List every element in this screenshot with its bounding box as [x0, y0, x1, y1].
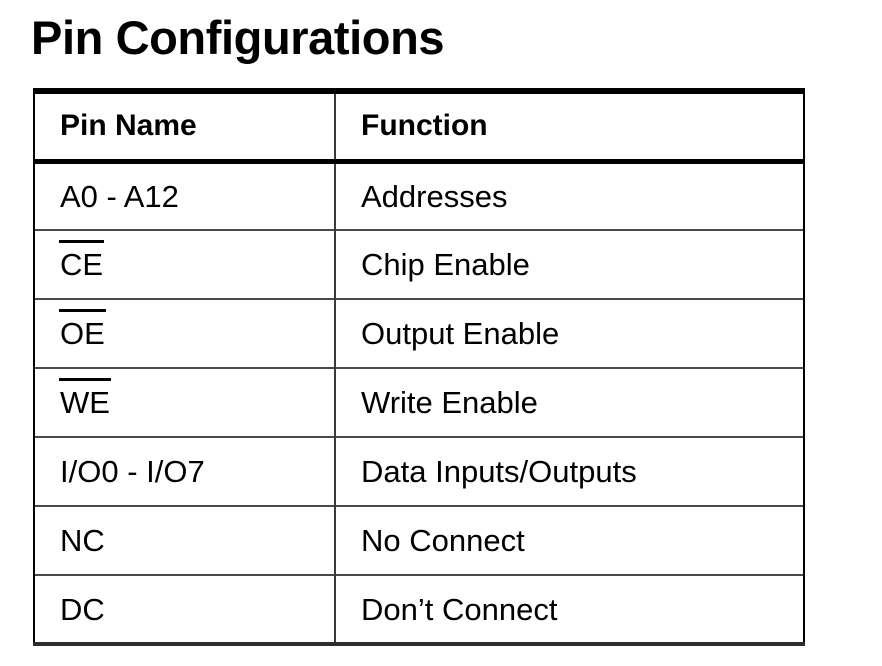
- table-row: I/O0 - I/O7 Data Inputs/Outputs: [33, 436, 805, 506]
- pin-name: I/O0 - I/O7: [60, 454, 205, 489]
- table-header-row: Pin Name Function: [33, 88, 805, 164]
- cell-function: Don’t Connect: [335, 574, 805, 646]
- function-description: Write Enable: [361, 385, 538, 420]
- pin-name: NC: [60, 523, 105, 558]
- table-row: CE Chip Enable: [33, 229, 805, 299]
- function-description: Output Enable: [361, 316, 560, 351]
- pin-name-active-low: WE: [59, 378, 111, 420]
- table-row: DC Don’t Connect: [33, 574, 805, 646]
- function-description: Chip Enable: [361, 247, 530, 282]
- cell-pin-name: NC: [33, 505, 336, 575]
- page-title: Pin Configurations: [31, 11, 445, 64]
- function-description: Addresses: [361, 178, 508, 214]
- column-header-function: Function: [335, 88, 805, 164]
- column-header-pin-name: Pin Name: [33, 88, 336, 164]
- cell-pin-name: A0 - A12: [33, 161, 336, 230]
- function-description: No Connect: [361, 523, 525, 558]
- cell-function: Data Inputs/Outputs: [335, 436, 805, 506]
- cell-function: No Connect: [335, 505, 805, 575]
- pin-name: A0 - A12: [60, 178, 179, 214]
- cell-function: Output Enable: [335, 298, 805, 368]
- cell-function: Addresses: [335, 161, 805, 230]
- cell-function: Chip Enable: [335, 229, 805, 299]
- table-row: OE Output Enable: [33, 298, 805, 368]
- table-row: WE Write Enable: [33, 367, 805, 437]
- table-row: NC No Connect: [33, 505, 805, 575]
- table-header: Pin Name Function: [33, 88, 805, 164]
- function-description: Don’t Connect: [361, 591, 558, 627]
- pin-name: DC: [60, 591, 105, 627]
- cell-function: Write Enable: [335, 367, 805, 437]
- cell-pin-name: CE: [33, 229, 336, 299]
- cell-pin-name: DC: [33, 574, 336, 646]
- pin-name-active-low: CE: [58, 240, 105, 282]
- cell-pin-name: I/O0 - I/O7: [33, 436, 336, 506]
- table-row: A0 - A12 Addresses: [33, 161, 805, 230]
- function-description: Data Inputs/Outputs: [361, 454, 637, 489]
- cell-pin-name: WE: [33, 367, 336, 437]
- pin-name-active-low: OE: [59, 309, 106, 351]
- cell-pin-name: OE: [33, 298, 336, 368]
